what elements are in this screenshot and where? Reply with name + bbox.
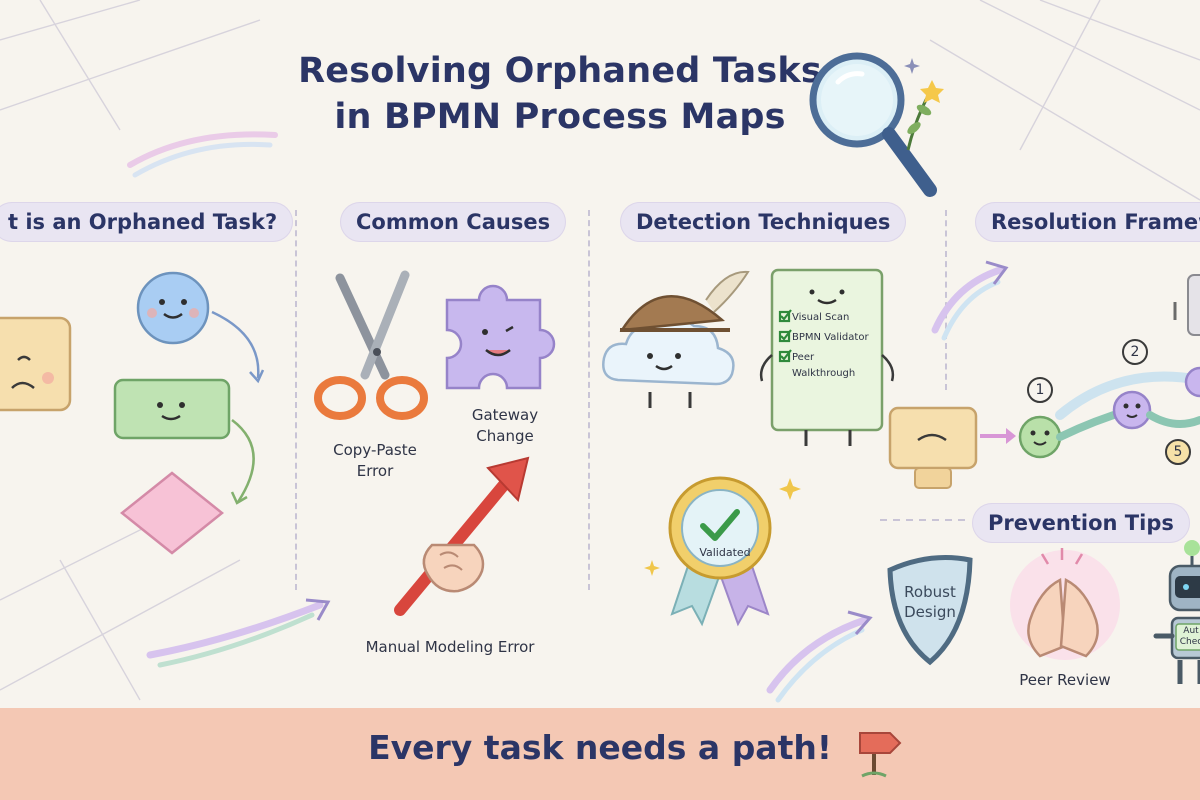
swoosh-resolution (931, 266, 1004, 334)
swoosh-bottom-left (146, 601, 324, 659)
copy-paste-line-1: Copy-Paste (333, 441, 417, 459)
step-1-circle (1027, 377, 1053, 403)
cause-manual-label: Manual Modeling Error (365, 638, 535, 656)
arrow-task-to-gateway (231, 419, 255, 503)
checklist-item-4: Walkthrough (792, 368, 856, 379)
shield-line-2: Design (904, 603, 956, 621)
happy-event-icon (136, 271, 210, 345)
validated-badge-label: Validated (699, 546, 751, 559)
hand-with-arrow-icon (394, 456, 530, 616)
section-prevention: Prevention Tips (972, 503, 1190, 543)
divider-3 (945, 210, 947, 390)
sprig-icon (904, 58, 944, 151)
robot-line-2: Chec (1179, 637, 1200, 647)
footer-text: Every task needs a path! (368, 728, 832, 767)
gateway-line-1: Gateway (471, 406, 539, 424)
footer-banner (0, 708, 1200, 800)
section-what-is: t is an Orphaned Task? (0, 202, 294, 242)
purple-node-icon (1112, 390, 1152, 430)
robot-label: Aut Chec (1176, 626, 1200, 648)
detective-cloud-icon (602, 270, 750, 408)
checklist-items: Visual Scan BPMN Validator Peer Walkthro… (792, 308, 882, 380)
copy-paste-line-2: Error (356, 462, 394, 480)
shield-label: Robust Design (895, 582, 965, 622)
sad-task-small-icon (888, 406, 978, 489)
scissors-icon (314, 270, 428, 420)
puzzle-piece-icon (445, 284, 556, 390)
title-line-1: Resolving Orphaned Tasks (298, 51, 822, 91)
step-2-label: 2 (1130, 344, 1140, 360)
shield-line-1: Robust (904, 583, 956, 601)
cause-copy-paste-label: Copy-Paste Error (315, 440, 435, 482)
checklist-item-1: Visual Scan (792, 312, 850, 323)
checklist-item-3: Peer (792, 352, 815, 363)
magnifying-glass-icon (809, 52, 937, 197)
divider-1 (295, 210, 297, 590)
cause-gateway-label: Gateway Change (455, 405, 555, 447)
peer-review-hands-icon (1010, 548, 1120, 660)
robot-icon (1153, 540, 1200, 684)
gateway-diamond-icon (119, 471, 225, 555)
happy-task-icon (113, 378, 231, 440)
section-resolution: Resolution Framew (975, 202, 1200, 242)
shield-icon (887, 555, 973, 666)
checklist-icon (759, 268, 895, 446)
sad-task-icon (0, 316, 72, 412)
peer-review-label: Peer Review (1019, 671, 1111, 689)
section-detection: Detection Techniques (620, 202, 907, 242)
swoosh-bottom-mid (766, 616, 869, 694)
step-5-circle (1165, 439, 1191, 465)
title-line-2: in BPMN Process Maps (334, 97, 786, 137)
step-2-circle (1122, 339, 1148, 365)
section-common-causes: Common Causes (340, 202, 567, 242)
swoosh-left (127, 131, 278, 168)
gateway-line-2: Change (476, 427, 534, 445)
arrow-event-to-task (211, 310, 260, 379)
checklist-item-2: BPMN Validator (792, 332, 869, 343)
validated-badge-icon (644, 476, 801, 627)
step-5-label: 5 (1173, 444, 1183, 460)
divider-2 (588, 210, 590, 590)
step-1-label: 1 (1035, 382, 1045, 398)
robot-line-1: Aut (1183, 626, 1199, 636)
page-title: Resolving Orphaned Tasks in BPMN Process… (250, 48, 870, 140)
